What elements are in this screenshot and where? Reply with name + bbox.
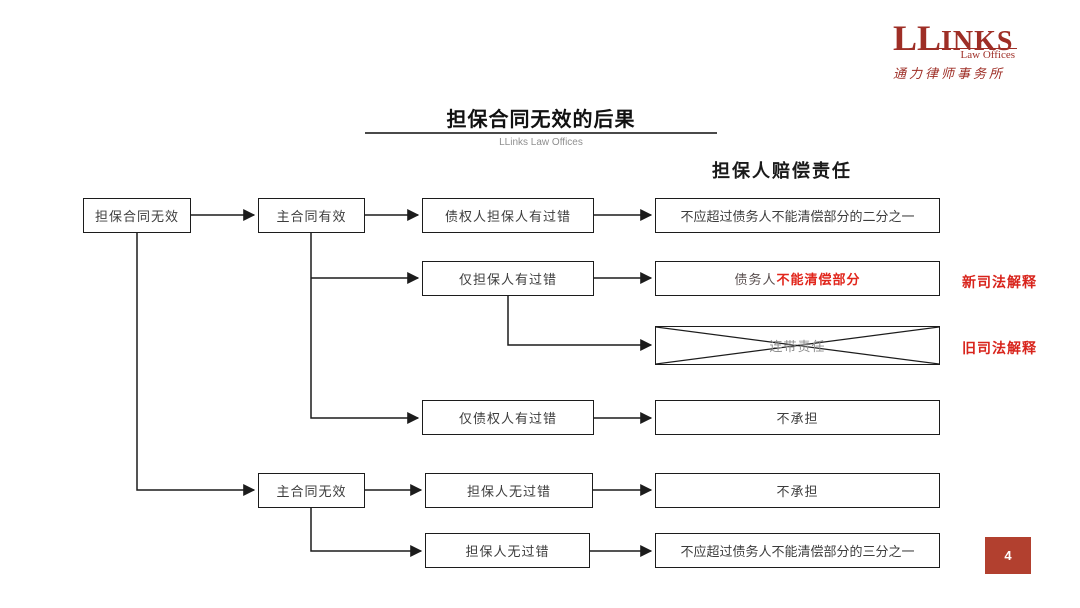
logo-chinese-name: 通力律师事务所 bbox=[893, 66, 1006, 81]
logo-inks: INKS bbox=[941, 26, 1014, 57]
label-old-judicial-interpretation: 旧司法解释 bbox=[962, 340, 1037, 356]
node-creditor-guarantor-fault: 债权人担保人有过错 bbox=[422, 198, 594, 233]
result-unable-highlight: 不能清偿部分 bbox=[776, 272, 861, 287]
node-guarantor-no-fault-1: 担保人无过错 bbox=[425, 473, 593, 508]
label-new-judicial-interpretation: 新司法解释 bbox=[962, 274, 1037, 290]
joint-liability-label: 连带责任 bbox=[769, 339, 826, 354]
node-result-third: 不应超过债务人不能清偿部分的三分之一 bbox=[655, 533, 940, 568]
node-result-debtor-unable: 债务人不能清偿部分 bbox=[655, 261, 940, 296]
node-result-not-liable-1: 不承担 bbox=[655, 400, 940, 435]
node-guarantor-no-fault-2: 担保人无过错 bbox=[425, 533, 590, 568]
connector-root-to-maininvalid bbox=[136, 233, 256, 496]
node-result-half: 不应超过债务人不能清偿部分的二分之一 bbox=[655, 198, 940, 233]
node-result-not-liable-2: 不承担 bbox=[655, 473, 940, 508]
node-main-contract-invalid: 主合同无效 bbox=[258, 473, 365, 508]
page-title: 担保合同无效的后果 bbox=[446, 109, 636, 131]
logo-wordmark: LLINKS bbox=[893, 20, 1017, 56]
cross-out-x-icon bbox=[656, 327, 939, 364]
result-unable-prefix: 债务人 bbox=[734, 272, 777, 287]
node-only-guarantor-fault: 仅担保人有过错 bbox=[422, 261, 594, 296]
node-main-contract-valid: 主合同有效 bbox=[258, 198, 365, 233]
node-joint-liability-crossed: 连带责任 bbox=[655, 326, 940, 365]
node-guarantee-contract-invalid: 担保合同无效 bbox=[83, 198, 191, 233]
title-underline bbox=[365, 132, 717, 134]
title-subtitle: LLinks Law Offices bbox=[499, 137, 583, 148]
connector-onlyguarantor-to-joint bbox=[507, 296, 653, 351]
logo-ll: LL bbox=[893, 18, 942, 58]
logo: LLINKS Law Offices 通力律师事务所 bbox=[893, 20, 1017, 80]
page-number-badge: 4 bbox=[985, 537, 1031, 574]
connector-maininvalid-to-nofault2 bbox=[310, 508, 423, 557]
node-only-creditor-fault: 仅债权人有过错 bbox=[422, 400, 594, 435]
connector-mainvalid-to-onlycreditor bbox=[310, 233, 420, 424]
column-title: 担保人赔偿责任 bbox=[712, 161, 852, 181]
logo-subtitle: Law Offices bbox=[921, 48, 1017, 61]
